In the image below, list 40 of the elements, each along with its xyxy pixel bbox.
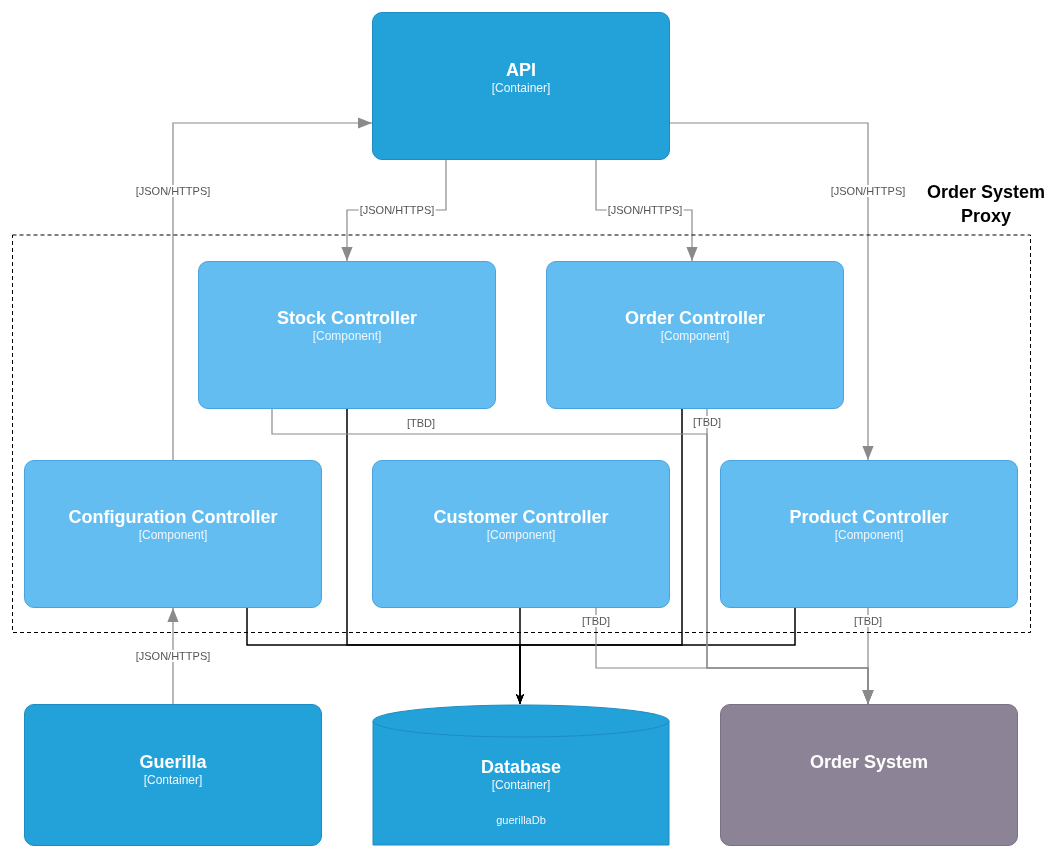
container-box — [24, 704, 322, 846]
edge-label: [JSON/HTTPS] — [358, 204, 436, 216]
node-title: Database — [480, 756, 561, 778]
container-box — [720, 704, 1018, 846]
connector-arrow — [167, 607, 179, 705]
node-title: Guerilla — [139, 751, 207, 773]
node-type: [Container] — [491, 81, 551, 96]
node-title: Order System — [809, 751, 929, 773]
component-box — [198, 261, 496, 409]
node-title: Stock Controller — [277, 307, 417, 329]
node-type: [Component] — [834, 528, 904, 543]
node-type: [Component] — [138, 528, 208, 543]
node-description: guerillaDb — [496, 813, 546, 827]
node-type: [Component] — [486, 528, 556, 543]
edge-label: [JSON/HTTPS] — [606, 204, 684, 216]
edge-label: [TBD] — [691, 416, 723, 428]
node-type: [Container] — [143, 773, 203, 788]
component-box — [546, 261, 844, 409]
boundary-title: Order System Proxy — [925, 181, 1047, 228]
node-title: API — [506, 59, 536, 81]
component-box — [372, 460, 670, 608]
node-type: [Component] — [660, 329, 730, 344]
node-title: Order Controller — [625, 307, 765, 329]
connector-arrow — [172, 117, 373, 461]
connector-arrow — [669, 122, 874, 461]
node-type: [Container] — [491, 778, 551, 793]
node-title: Customer Controller — [433, 506, 609, 528]
edge-label: [JSON/HTTPS] — [134, 185, 212, 197]
connector-arrow — [516, 607, 796, 705]
edge-label: [JSON/HTTPS] — [134, 650, 212, 662]
edge-label: [TBD] — [580, 615, 612, 627]
node-title: Configuration Controller — [68, 506, 278, 528]
edge-label: [TBD] — [405, 417, 437, 429]
component-box — [24, 460, 322, 608]
edge-label: [JSON/HTTPS] — [829, 185, 907, 197]
node-type: [Component] — [312, 329, 382, 344]
edge-label: [TBD] — [852, 615, 884, 627]
node-title: Product Controller — [789, 506, 949, 528]
component-box — [720, 460, 1018, 608]
container-box — [372, 12, 670, 160]
